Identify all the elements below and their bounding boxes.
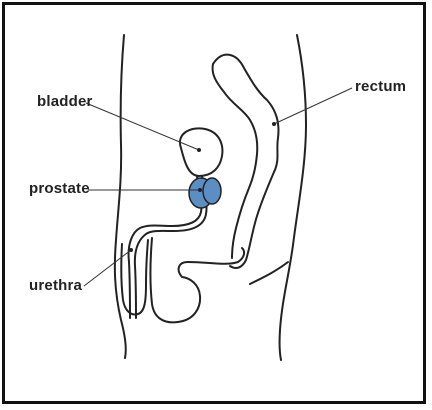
rectum-outer-wall <box>213 55 279 268</box>
urethra-leader-dot <box>129 248 133 252</box>
bladder-label: bladder <box>37 93 93 110</box>
rectum-leader-line <box>274 88 352 124</box>
prostate-leader-dot <box>198 188 202 192</box>
buttock-outline <box>250 262 288 284</box>
rectum-inner-wall <box>213 64 258 258</box>
urethra-label: urethra <box>29 277 83 294</box>
scrotum-outline <box>151 238 245 322</box>
bladder-leader-line <box>86 103 199 150</box>
prostate-label: prostate <box>29 180 90 197</box>
front-body-outline <box>115 35 126 358</box>
prostate-shape <box>189 178 221 208</box>
bladder-leader-dot <box>197 148 201 152</box>
bladder-outline <box>180 128 222 176</box>
urethra-leader-line <box>84 250 131 286</box>
rectum-label: rectum <box>355 78 406 95</box>
rectum-leader-dot <box>272 122 276 126</box>
back-body-outline <box>280 35 306 360</box>
